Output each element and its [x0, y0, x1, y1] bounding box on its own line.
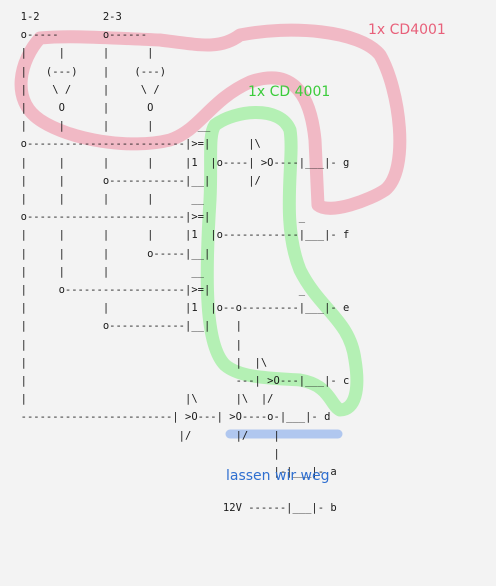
schematic-line: | | | __: [20, 265, 204, 278]
schematic-line: | (---) | (---): [20, 65, 167, 78]
schematic-line: | | | o-----|__|: [20, 247, 211, 260]
schematic-line: | | | | |1 |o----| >O----|___|- g: [20, 156, 350, 169]
schematic-line: | | |1 |o--o---------|___|- e: [20, 302, 350, 315]
schematic-line: | | |\: [20, 356, 268, 369]
schematic-line: o-------------------------|>=| _: [20, 211, 306, 224]
schematic-line: | | | |: [20, 47, 154, 60]
schematic-line: |: [273, 447, 280, 460]
schematic-line: o-------------------------|>=| |\: [20, 138, 261, 151]
schematic-line: ------------------------| >O---| >O----o…: [20, 411, 331, 424]
schematic-line: | O | O: [20, 102, 154, 115]
schematic-line: |-|___|- a: [273, 466, 337, 479]
schematic-line: | | | | __: [20, 120, 211, 133]
green-highlight-stroke: [200, 106, 364, 417]
schematic-line: o----- o------: [20, 29, 148, 42]
schematic-line: | |\ |\ |/: [20, 393, 274, 406]
schematic-line: | | o------------|__| |/: [20, 174, 261, 187]
annotation-cd4001-green: 1x CD 4001: [248, 84, 331, 100]
schematic-line: 1-2 2-3: [20, 11, 122, 23]
schematic-line: |/ |/ |: [178, 429, 280, 442]
schematic-line: | o-------------------|>=| _: [20, 284, 306, 297]
schematic-line: | \ / | \ /: [20, 83, 160, 96]
schematic-line: | |: [20, 338, 242, 351]
red-highlight-stroke: [14, 23, 407, 215]
schematic-line: | ---| >O---|___|- c: [20, 375, 350, 388]
schematic-line: 12V ------|___|- b: [222, 502, 337, 515]
annotation-cd4001-red: 1x CD4001: [368, 22, 446, 38]
schematic-line: | | | | __: [20, 193, 204, 206]
ascii-circuit-diagram: 1-2 2-3 o----- o------ | | | | | (---) |…: [8, 8, 350, 518]
schematic-line: | | | | |1 |o------------|___|- f: [20, 229, 350, 242]
schematic-line: | o------------|__| |: [20, 320, 242, 333]
annotation-lassen-wir-weg: lassen wir weg: [226, 468, 330, 484]
